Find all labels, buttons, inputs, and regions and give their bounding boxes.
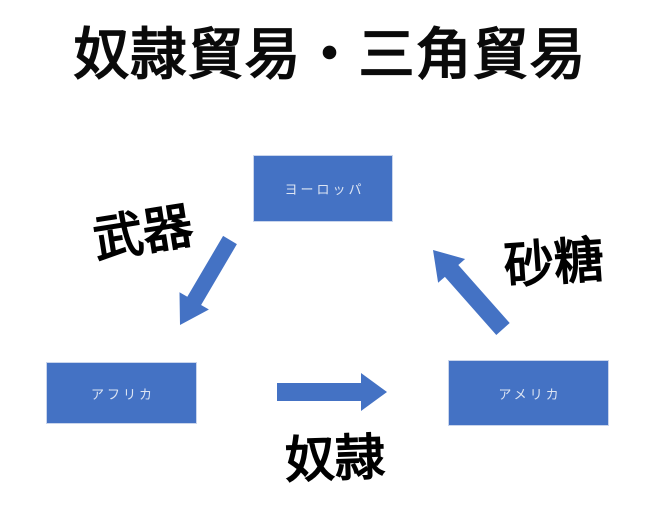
node-europe-label: ヨーロッパ: [284, 182, 365, 197]
arrow-america-to-europe-icon: [433, 250, 510, 335]
node-africa: アフリカ: [46, 362, 197, 424]
node-europe: ヨーロッパ: [253, 155, 393, 222]
flow-label-slaves: 奴隷: [283, 427, 386, 490]
page-title: 奴隷貿易・三角貿易: [73, 23, 587, 86]
arrow-europe-to-africa-icon: [179, 235, 237, 325]
node-america: アメリカ: [448, 360, 609, 426]
flow-label-sugar: 砂糖: [502, 229, 606, 296]
node-america-label: アメリカ: [498, 386, 562, 402]
node-africa-label: アフリカ: [90, 386, 155, 402]
arrow-africa-to-america-icon: [277, 373, 387, 411]
